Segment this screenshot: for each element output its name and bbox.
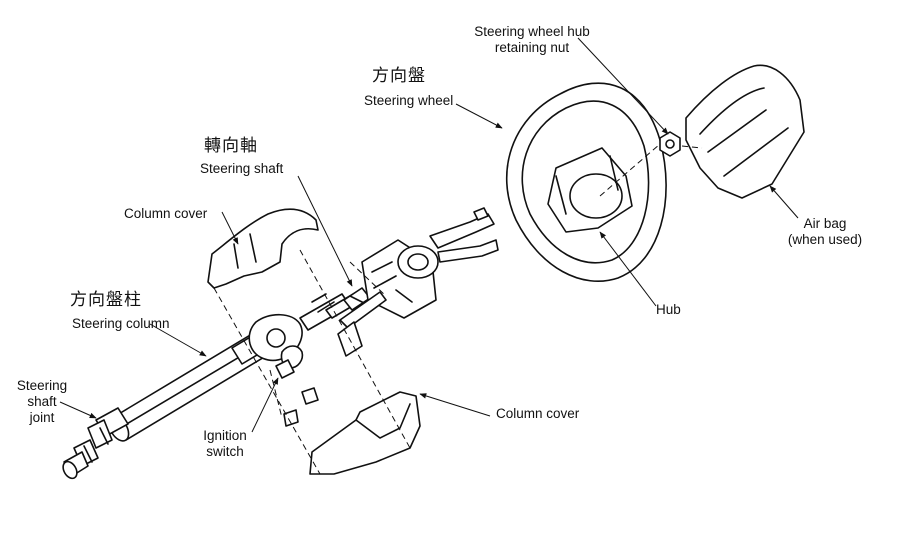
label-hub-retaining-nut: Steering wheel hub retaining nut: [454, 24, 610, 56]
label-air-bag-line2: (when used): [787, 232, 863, 247]
leader-lines: [59, 37, 799, 433]
label-steering-shaft-joint: Steering shaft joint: [10, 378, 74, 426]
label-column-cover-bottom: Column cover: [496, 406, 580, 421]
column-cover-top-part: [207, 208, 319, 289]
label-hub-retaining-nut-line1: Steering wheel hub: [474, 24, 590, 39]
label-steering-wheel-zh: 方向盤: [372, 66, 426, 86]
steering-wheel-part: [505, 82, 667, 283]
label-air-bag: Air bag (when used): [776, 216, 874, 248]
label-steering-wheel: Steering wheel: [364, 93, 454, 108]
label-joint-line3: joint: [29, 410, 55, 425]
label-ignition-line1: Ignition: [203, 428, 247, 443]
hub-retaining-nut-part: [659, 131, 681, 157]
label-steering-column: Steering column: [72, 316, 170, 331]
ignition-switch-part: [275, 345, 319, 427]
label-air-bag-line1: Air bag: [803, 216, 847, 231]
steering-shaft-joint-part: [62, 407, 129, 480]
label-ignition-switch: Ignition switch: [194, 428, 256, 460]
label-hub: Hub: [656, 302, 681, 317]
steering-shaft-part: [325, 287, 371, 319]
label-steering-shaft-zh: 轉向軸: [204, 136, 258, 156]
column-cover-bottom-part: [309, 391, 421, 475]
alignment-lines: [213, 143, 703, 475]
air-bag-part: [685, 64, 805, 199]
label-hub-retaining-nut-line2: retaining nut: [494, 40, 570, 55]
label-steering-column-zh: 方向盤柱: [70, 290, 142, 310]
label-steering-shaft: Steering shaft: [200, 161, 284, 176]
label-joint-line2: shaft: [27, 394, 57, 409]
label-joint-line1: Steering: [16, 378, 68, 393]
label-ignition-line2: switch: [206, 444, 244, 459]
combination-switch-part: [337, 207, 499, 357]
label-column-cover-top: Column cover: [124, 206, 208, 221]
